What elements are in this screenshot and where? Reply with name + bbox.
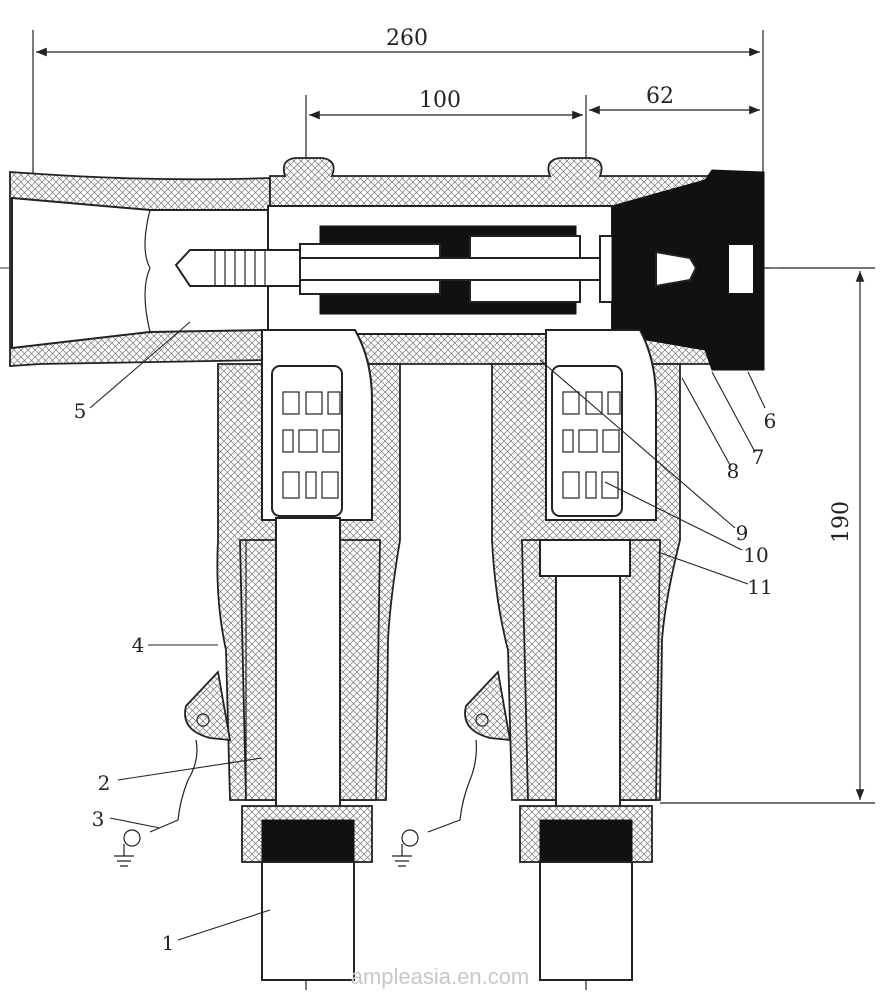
leader-lines — [89, 321, 766, 941]
right-earth-lug — [401, 670, 512, 847]
left-earth-lug — [123, 670, 232, 847]
ground-symbol-icon — [114, 844, 134, 867]
part-label-1: 1 — [162, 931, 175, 955]
watermark: ampleasia.en.com — [351, 964, 530, 989]
part-label-3: 3 — [92, 807, 105, 831]
left-vertical-leg — [216, 329, 401, 809]
main-t-housing — [174, 157, 711, 365]
part-label-10: 10 — [743, 543, 768, 567]
insulating-cap — [611, 169, 765, 371]
overall-width-value: 260 — [386, 26, 428, 51]
center-distance-value: 100 — [419, 88, 461, 113]
part-label-9: 9 — [736, 521, 749, 545]
right-cable-entry — [519, 805, 653, 981]
part-label-7: 7 — [752, 445, 765, 469]
part-label-11: 11 — [747, 575, 772, 599]
dimension-overall-width: 260 — [32, 26, 764, 175]
left-cable-entry — [241, 805, 373, 981]
height-value: 190 — [829, 501, 854, 543]
part-label-4: 4 — [132, 633, 145, 657]
dimension-right-offset: 62 — [589, 84, 760, 115]
right-vertical-leg — [491, 329, 681, 809]
ground-symbol-icon — [392, 844, 412, 867]
right-offset-value: 62 — [646, 84, 674, 109]
part-label-5: 5 — [74, 399, 87, 423]
part-label-2: 2 — [98, 771, 111, 795]
part-label-8: 8 — [727, 459, 740, 483]
part-label-6: 6 — [764, 409, 777, 433]
